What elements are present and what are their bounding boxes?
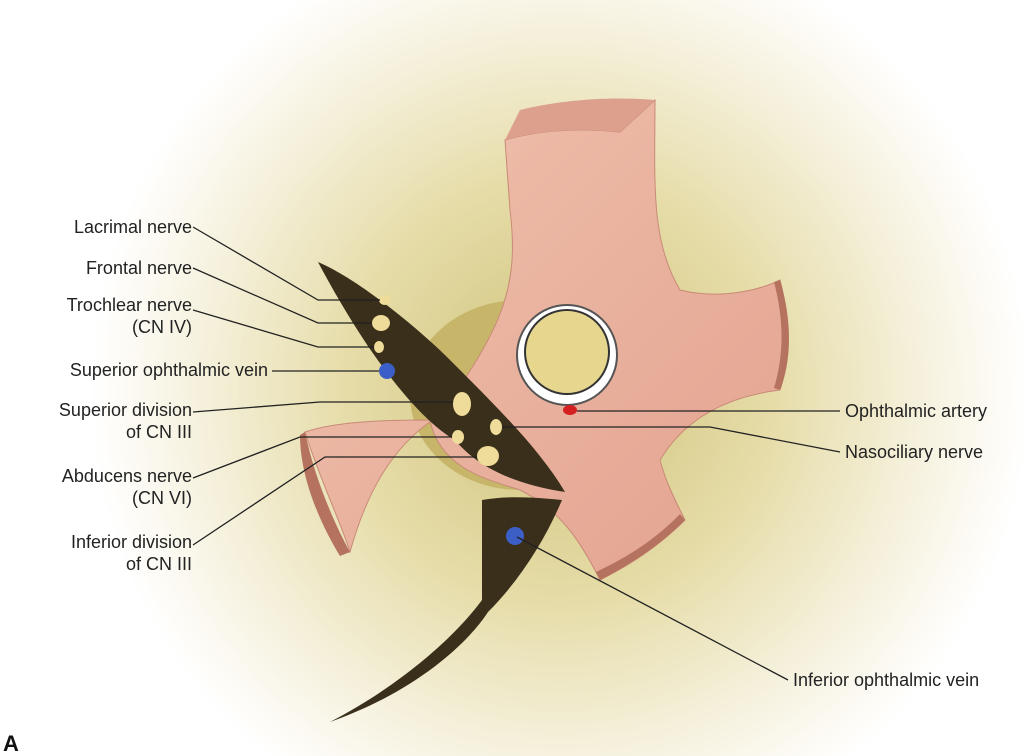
label-abducens-nerve: Abducens nerve (CN VI) [62, 465, 192, 509]
muscle-cut-edge-right [774, 280, 789, 390]
muscle-cut-edge-left [300, 432, 350, 556]
ophthalmic-artery-dot [563, 405, 577, 415]
leader-lines [192, 226, 841, 681]
frontal-nerve-dot [372, 315, 390, 331]
label-line: Abducens nerve [61, 466, 192, 486]
label-line: (CN VI) [132, 488, 192, 508]
label-nasociliary-nerve: Nasociliary nerve [845, 442, 984, 462]
label-superior-ophthalmic-vein: Superior ophthalmic vein [69, 360, 268, 380]
superior-ophthalmic-vein-dot [379, 363, 395, 379]
label-trochlear-nerve: Trochlear nerve (CN IV) [67, 294, 192, 338]
trochlear-nerve-dot [374, 341, 384, 353]
label-ophthalmic-artery: Ophthalmic artery [845, 401, 988, 421]
label-line: of CN III [125, 422, 192, 442]
label-superior-division-cn3: Superior division of CN III [59, 399, 192, 443]
label-frontal-nerve: Frontal nerve [85, 258, 192, 278]
nasociliary-nerve-dot [490, 419, 502, 435]
lacrimal-nerve-dot [379, 295, 391, 305]
label-line: (CN IV) [132, 317, 192, 337]
label-line: Inferior division [70, 532, 192, 552]
label-line: of CN III [125, 554, 192, 574]
inferior-orbital-fissure [330, 497, 562, 722]
label-line: Trochlear nerve [66, 295, 192, 315]
label-inferior-ophthalmic-vein: Inferior ophthalmic vein [793, 670, 980, 690]
superior-division-cn3-dot [453, 392, 471, 416]
optic-nerve [524, 309, 610, 395]
label-lacrimal-nerve: Lacrimal nerve [73, 217, 192, 237]
muscle-top-rear [505, 98, 655, 140]
figure-letter: A [3, 731, 19, 756]
inferior-ophthalmic-vein-dot [506, 527, 524, 545]
label-line: Superior division [58, 400, 192, 420]
label-inferior-division-cn3: Inferior division of CN III [71, 531, 192, 575]
muscle-cut-edge-bottom [596, 514, 685, 580]
abducens-nerve-dot [452, 430, 464, 444]
inferior-division-cn3-dot [477, 446, 499, 466]
